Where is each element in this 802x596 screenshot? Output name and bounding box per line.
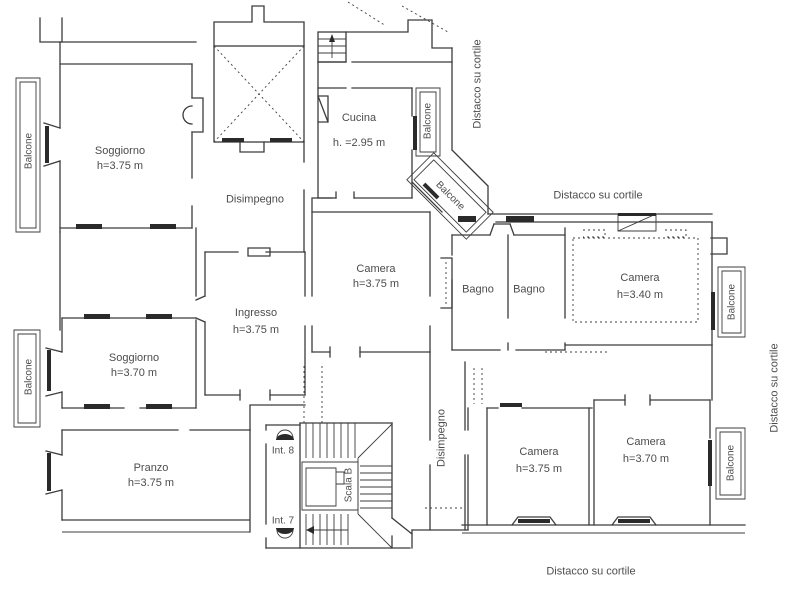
window-sill	[458, 216, 476, 222]
room-name: Soggiorno	[108, 352, 160, 364]
walls-layer	[39, 5, 746, 549]
balcony-door-leaf	[708, 440, 712, 486]
room-label-pranzo: Pranzo h=3.75 m	[128, 461, 174, 491]
balcony-door-leaf	[413, 116, 417, 150]
window-sill	[146, 314, 172, 319]
window-sill	[76, 224, 102, 229]
courtyard-label-top-right: Distacco su cortile	[471, 39, 484, 129]
room-label-soggiorno-top: Soggiorno h=3.75 m	[95, 144, 145, 174]
fittings-layer	[45, 34, 715, 534]
stair-arrow-head	[306, 526, 314, 534]
unit-label-int8: Int. 8	[271, 445, 295, 457]
room-height: h=3.75 m	[515, 463, 563, 475]
room-height: h=3.75 m	[352, 278, 400, 290]
unit-label-int7: Int. 7	[271, 515, 295, 527]
room-height: h=3.70 m	[622, 453, 670, 465]
shaft-cross	[213, 45, 305, 143]
window-sill	[506, 216, 534, 222]
room-label-soggiorno-mid: Soggiorno h=3.70 m	[109, 351, 159, 381]
window-sill	[518, 519, 550, 523]
room-name: Camera	[620, 272, 660, 284]
balcony-door-leaf	[711, 292, 715, 330]
dotted-lines-layer	[213, 1, 699, 509]
entry-door-int7	[276, 528, 294, 534]
room-label-disimpegno-top: Disimpegno	[225, 193, 285, 206]
room-label-camera-bottom-right: Camera h=3.70 m	[623, 435, 669, 467]
balcony-door-leaf	[47, 350, 51, 391]
room-name: Camera	[519, 446, 559, 458]
window-sill	[84, 404, 110, 409]
room-name: Cucina	[341, 112, 377, 124]
window-sill	[84, 314, 110, 319]
room-height: h=3.75 m	[96, 160, 144, 172]
room-label-ingresso: Ingresso h=3.75 m	[233, 306, 279, 338]
room-name: Soggiorno	[94, 145, 146, 157]
door-leaf	[500, 403, 522, 407]
camera-right-dotted-ceiling	[572, 237, 699, 323]
shaft-sill	[270, 138, 292, 142]
courtyard-label-right-middle: Distacco su cortile	[553, 189, 643, 202]
room-name: Camera	[626, 436, 666, 448]
room-height: h. =2.95 m	[332, 137, 386, 149]
stairwell-label: Scala B	[343, 467, 355, 503]
courtyard-label-far-right: Distacco su cortile	[768, 343, 781, 433]
room-label-camera-right: Camera h=3.40 m	[617, 271, 663, 303]
room-label-bagno-left: Bagno	[462, 283, 494, 296]
balcony-label-right-upper: Balcone	[726, 283, 738, 321]
room-name: Ingresso	[234, 307, 278, 319]
thin-lines-layer	[13, 38, 746, 549]
balcony-label-top-left: Balcone	[23, 132, 35, 170]
courtyard-label-bottom: Distacco su cortile	[546, 565, 636, 578]
diagonal-leaf	[422, 182, 440, 200]
room-label-camera-bottom-left: Camera h=3.75 m	[516, 445, 562, 477]
room-label-bagno-right: Bagno	[513, 283, 545, 296]
room-height: h=3.40 m	[616, 289, 664, 301]
balcony-label-right-lower: Balcone	[725, 444, 737, 482]
window-sill	[618, 213, 656, 216]
shaft-sill	[222, 138, 244, 142]
balcony-door-leaf	[47, 453, 51, 491]
window-sill	[150, 224, 176, 229]
room-height: h=3.75 m	[232, 324, 280, 336]
window-sill	[618, 519, 650, 523]
room-name: Camera	[356, 263, 396, 275]
balcony-label-kitchen: Balcone	[422, 102, 434, 140]
room-label-disimpegno-bottom: Disimpegno	[435, 408, 448, 468]
window-sill	[146, 404, 172, 409]
balcony-door-leaf	[45, 126, 49, 163]
room-label-camera-center: Camera h=3.75 m	[353, 262, 399, 292]
entry-door-int8	[276, 434, 294, 440]
room-label-cucina: Cucina h. =2.95 m	[333, 111, 385, 151]
room-name: Pranzo	[133, 462, 169, 474]
room-height: h=3.70 m	[110, 367, 158, 379]
room-height: h=3.75 m	[127, 477, 175, 489]
balcony-label-mid-left: Balcone	[23, 358, 35, 396]
stair-arrow-head	[329, 34, 335, 42]
